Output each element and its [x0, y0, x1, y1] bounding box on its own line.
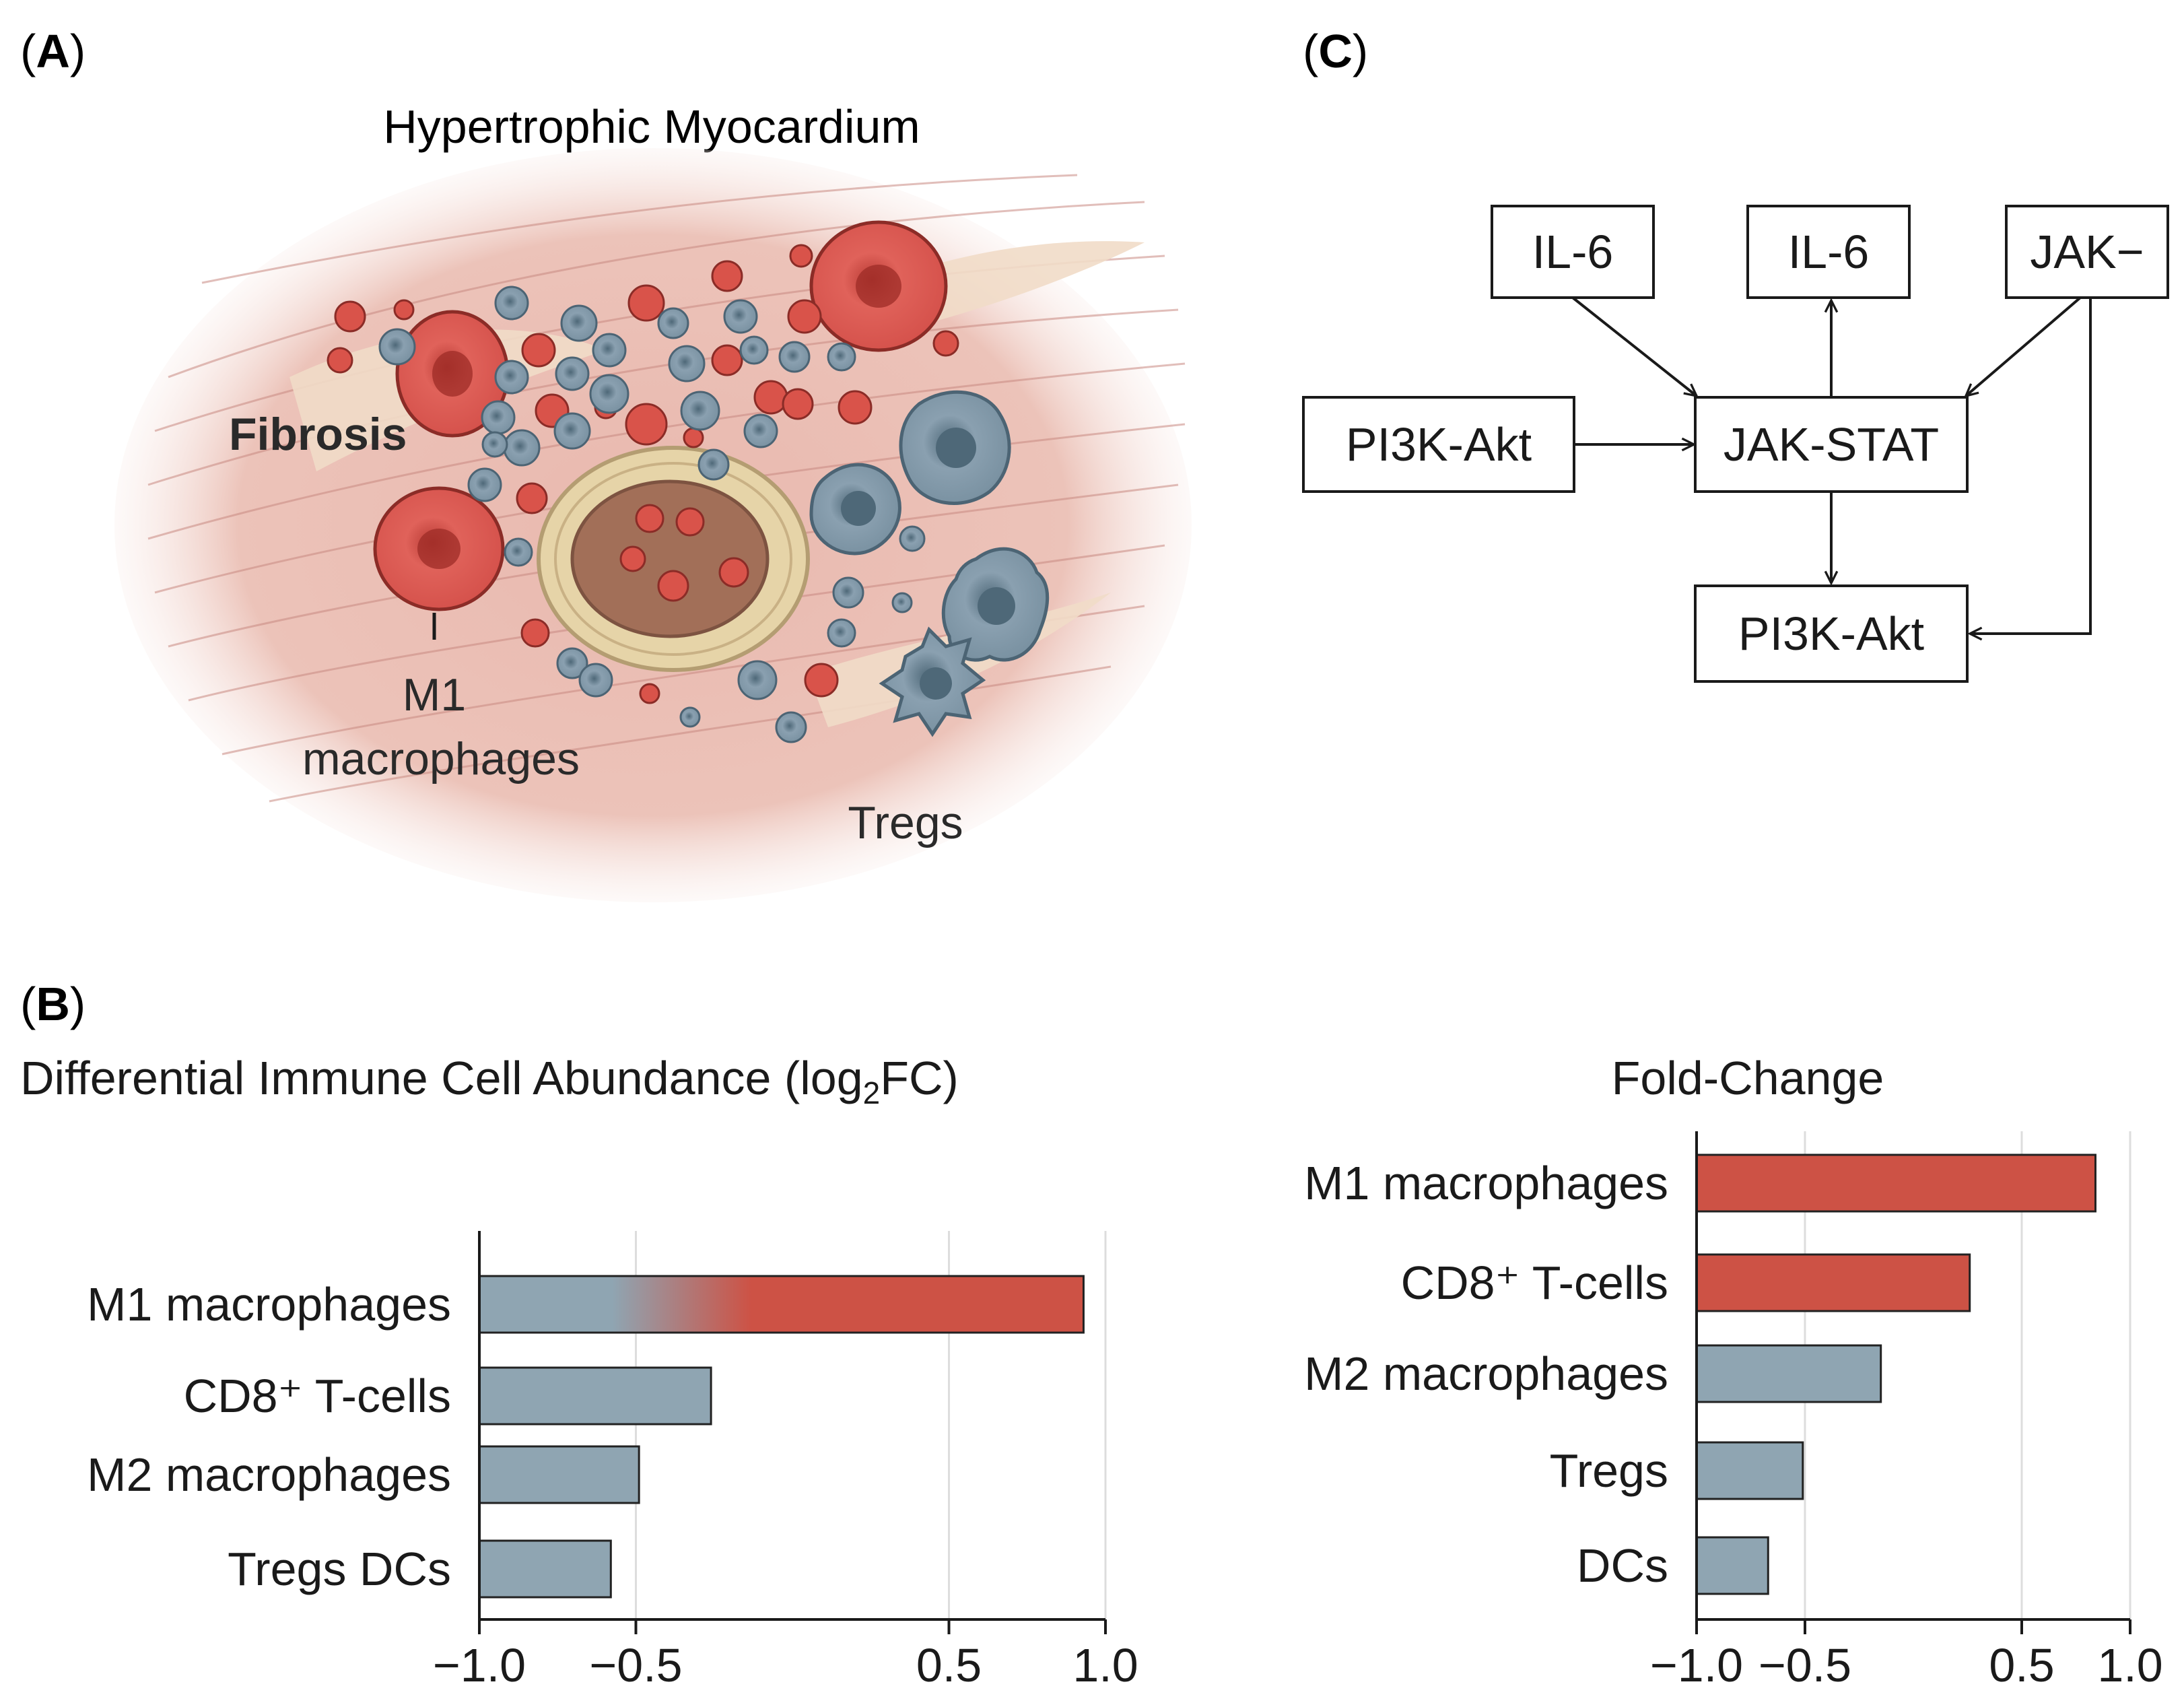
- category-label: DCs: [1577, 1539, 1668, 1592]
- bar: [478, 1539, 612, 1599]
- x-tick-label: 0.5: [916, 1639, 982, 1692]
- panel-label-a: (A): [20, 25, 86, 77]
- node-pi3k-left: PI3K-Akt: [1346, 418, 1532, 471]
- bar: [478, 1275, 1085, 1334]
- x-tick-label: 0.5: [1989, 1639, 2054, 1692]
- chart2-title: Fold-Change: [1612, 1052, 1884, 1104]
- node-box-pi3k-left: [1302, 396, 1575, 493]
- category-label: CD8⁺ T-cells: [184, 1370, 451, 1422]
- node-jakstat: JAK-STAT: [1724, 418, 1939, 471]
- x-tick-label: −0.5: [589, 1639, 682, 1692]
- myocardium-illustration: [114, 148, 1192, 902]
- arrow-jak-to-jakstat: [1966, 296, 2082, 396]
- x-tick-label: −0.5: [1759, 1639, 1851, 1692]
- node-box-il6-left: [1491, 205, 1655, 299]
- bar: [478, 1366, 712, 1426]
- node-il6-left: IL-6: [1532, 226, 1614, 278]
- category-label: M2 macrophages: [87, 1448, 451, 1501]
- bar: [1695, 1153, 2096, 1213]
- small-blue-cells: [378, 286, 926, 743]
- category-label: Tregs DCs: [228, 1543, 451, 1595]
- bar: [1695, 1441, 1804, 1500]
- category-label: M2 macrophages: [1304, 1347, 1668, 1400]
- bar: [1695, 1253, 1971, 1312]
- label-macrophages: macrophages: [302, 733, 580, 784]
- chart1-title: Differential Immune Cell Abundance (log2…: [20, 1052, 959, 1110]
- category-label: M1 macrophages: [87, 1278, 451, 1331]
- label-m1: M1: [403, 669, 466, 721]
- label-fibrosis: Fibrosis: [229, 409, 407, 460]
- arrow-il6-to-jakstat: [1571, 296, 1697, 396]
- label-tregs: Tregs: [848, 797, 963, 848]
- category-label: CD8⁺ T-cells: [1401, 1257, 1668, 1309]
- node-jak: JAK−: [2030, 226, 2144, 278]
- node-pi3k-bottom: PI3K-Akt: [1738, 607, 1924, 660]
- x-tick-label: 1.0: [2097, 1639, 2162, 1692]
- node-box-jak: [2005, 205, 2169, 299]
- node-box-il6-right: [1746, 205, 1911, 299]
- x-tick-label: 1.0: [1072, 1639, 1138, 1692]
- category-label: Tregs: [1550, 1444, 1668, 1497]
- bar: [1695, 1344, 1882, 1403]
- bar: [478, 1445, 640, 1504]
- x-tick-label: −1.0: [433, 1639, 526, 1692]
- arrow-jak-to-pi3k: [1970, 298, 2092, 634]
- node-box-pi3k-bottom: [1694, 584, 1969, 683]
- panel-label-c: (C): [1303, 25, 1368, 77]
- category-label: M1 macrophages: [1304, 1157, 1668, 1209]
- bar: [1695, 1536, 1769, 1595]
- blood-vessel: [537, 446, 810, 672]
- x-tick-label: −1.0: [1650, 1639, 1743, 1692]
- panel-label-b: (B): [20, 978, 86, 1030]
- large-blue-cells: [809, 390, 1050, 737]
- panel-a-title: Hypertrophic Myocardium: [383, 100, 920, 153]
- pathway-diagram: IL-6 IL-6 JAK− PI3K-Akt JAK-STAT PI3K-Ak…: [1302, 205, 2169, 683]
- node-il6-right: IL-6: [1788, 226, 1870, 278]
